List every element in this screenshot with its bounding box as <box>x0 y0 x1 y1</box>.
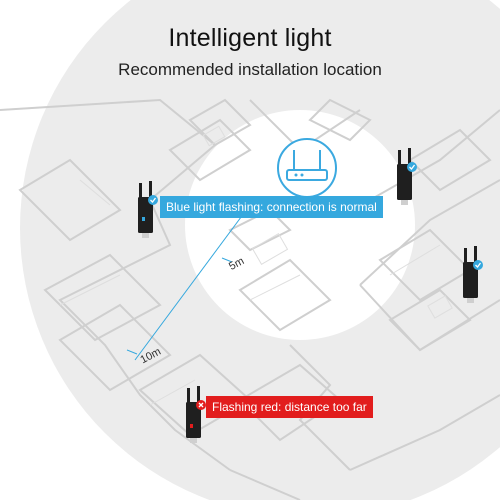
check-badge-icon <box>473 260 483 270</box>
status-callout-connected: Blue light flashing: connection is norma… <box>160 196 383 218</box>
check-badge-icon <box>148 195 158 205</box>
wifi-extender-icon <box>138 181 158 238</box>
check-badge-icon <box>407 162 417 172</box>
inner-range-circle <box>185 110 415 340</box>
floor-plan <box>0 98 500 500</box>
page-subtitle: Recommended installation location <box>118 60 382 79</box>
page-title: Intelligent light <box>168 24 332 52</box>
status-callout-too-far: Flashing red: distance too far <box>206 396 373 418</box>
wifi-extender-icon <box>463 246 483 303</box>
wifi-extender-icon <box>397 148 417 205</box>
wifi-extender-icon <box>186 386 206 443</box>
floor-plan-details <box>59 125 453 406</box>
router-icon <box>277 138 337 198</box>
distance-lines <box>126 204 251 361</box>
